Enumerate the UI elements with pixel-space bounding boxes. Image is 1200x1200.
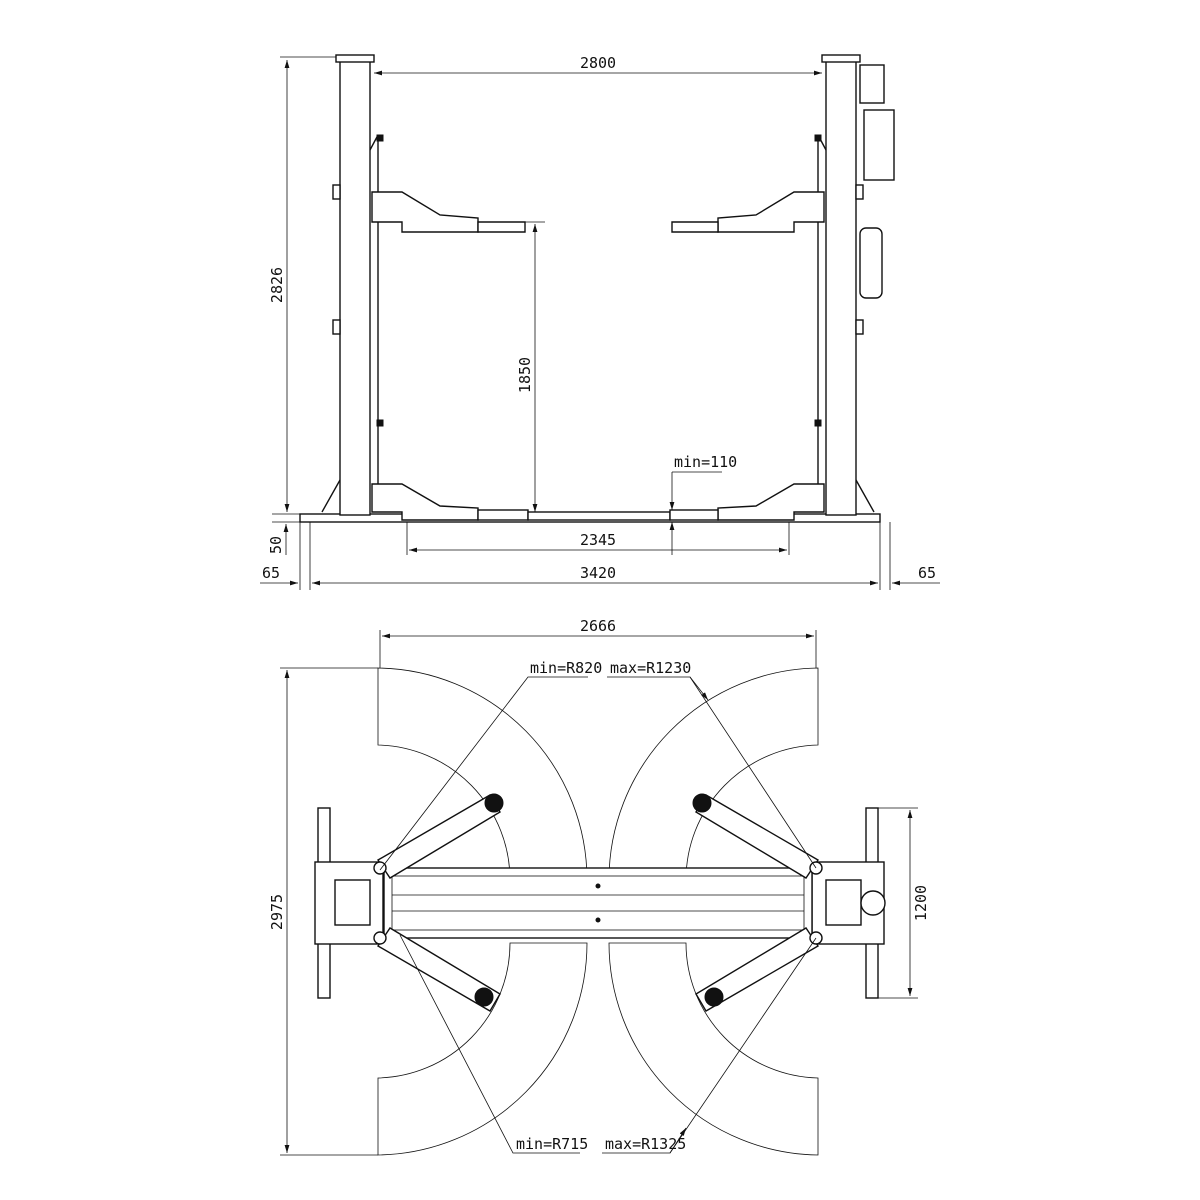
dim-base-plate-depth: 1200 bbox=[912, 885, 930, 921]
lower-lift-arms bbox=[371, 483, 825, 521]
control-box bbox=[859, 227, 883, 299]
left-column bbox=[321, 54, 384, 516]
dim-overall-height: 2826 bbox=[268, 267, 286, 303]
oil-tank bbox=[863, 109, 895, 181]
dim-arm-height: 1850 bbox=[516, 357, 534, 393]
dim-max-radius-front: max=R1230 bbox=[610, 659, 691, 677]
dim-column-span: 2800 bbox=[580, 54, 616, 72]
power-unit bbox=[860, 890, 886, 916]
lift-pad bbox=[474, 987, 494, 1007]
motor bbox=[859, 64, 885, 104]
dim-overall-depth: 2975 bbox=[268, 894, 286, 930]
plan-view: min=R820 max=R1230 min=R715 max=R1325 26… bbox=[268, 617, 930, 1156]
dim-outer-width: 2666 bbox=[580, 617, 616, 635]
dim-min-radius-front: min=R820 bbox=[530, 659, 602, 677]
dim-max-radius-rear: max=R1325 bbox=[605, 1135, 686, 1153]
dim-min-pad-height: min=110 bbox=[674, 453, 737, 471]
lift-pad bbox=[692, 793, 712, 813]
swing-zone-rear-right bbox=[608, 942, 819, 1156]
front-view: 2800 2826 1850 min=110 50 2345 3420 65 6… bbox=[260, 54, 940, 590]
lift-pad bbox=[484, 793, 504, 813]
upper-lift-arms bbox=[371, 191, 825, 233]
dim-base-thickness: 50 bbox=[267, 536, 285, 554]
right-column bbox=[814, 54, 895, 516]
swing-zone-rear-left bbox=[377, 942, 588, 1156]
dim-right-offset: 65 bbox=[918, 564, 936, 582]
lift-pad bbox=[704, 987, 724, 1007]
dim-left-offset: 65 bbox=[262, 564, 280, 582]
dim-arm-reach: 2345 bbox=[580, 531, 616, 549]
plan-lift-arms bbox=[373, 793, 823, 1012]
dim-min-radius-rear: min=R715 bbox=[516, 1135, 588, 1153]
dim-overall-width: 3420 bbox=[580, 564, 616, 582]
floor-cover-plate bbox=[383, 867, 813, 939]
